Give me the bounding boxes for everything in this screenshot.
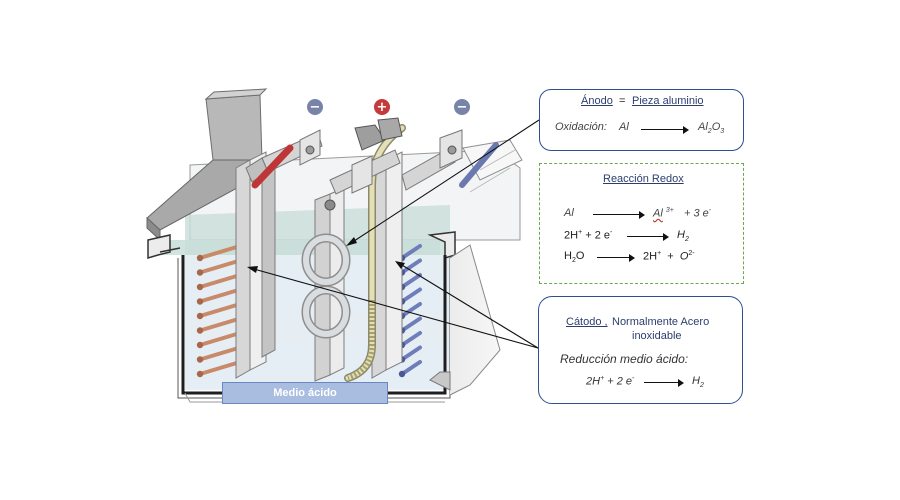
cathode-coil-right-tube (400, 244, 422, 260)
cathode-coil-left-tube (198, 316, 242, 333)
arrow-head-left-cathode (247, 266, 258, 273)
cathode-coil-left-tube-end (196, 327, 204, 334)
polarity-negative-left: − (307, 99, 323, 115)
tank-rim (147, 231, 456, 260)
cathode-coil-left-tube-end (196, 269, 204, 276)
aluminium-part (301, 233, 351, 339)
redox-r1-right: Al 3+ (653, 207, 674, 220)
svg-text:−: − (457, 100, 468, 115)
cathode-coil-right-tube (400, 360, 422, 376)
cathode-title: Cátodo , (566, 316, 608, 328)
polarity-positive-center: + (374, 99, 390, 115)
cathode-coil-left-tube (198, 345, 242, 362)
cathode-coil-left-tube (198, 258, 242, 275)
cathode-coil-left-tube-end (196, 312, 204, 320)
oxidation-product: Al2O3 (698, 121, 725, 136)
cathode-coil-left-tube (198, 331, 242, 347)
svg-text:−: − (310, 100, 321, 115)
redox-r3-left: H2O (564, 250, 585, 265)
redox-r1-left: Al (564, 207, 574, 219)
cathode-coil-right-tube (400, 273, 422, 289)
redox-r3-arrow (597, 253, 635, 262)
cathode-plate-right (371, 151, 403, 379)
anode-title: Ánodo (581, 95, 613, 107)
arrow-head-right-cathode (395, 261, 405, 269)
arrow-to-right-cathode (396, 261, 539, 349)
cathode-coil-left-tube-end (196, 356, 204, 363)
arrow-head-anode (346, 237, 357, 246)
reduction-label: Reducción medio ácido: (560, 352, 689, 366)
cathode-coil-left-tube (198, 273, 242, 289)
cathode-coil-left-tube (198, 302, 242, 318)
busbar-left (245, 129, 323, 189)
cathode-coil-left-tube (198, 360, 242, 376)
cathode-coil-left-tube-end (196, 298, 204, 305)
cathode-coil-right-tube (400, 331, 422, 347)
cathode-coil-right-tube (400, 316, 422, 333)
medium-label: Medio ácido (222, 382, 388, 404)
redox-r2-right: H2 (677, 229, 689, 244)
arrow-to-anode-part (347, 119, 540, 246)
redox-r1-arrow (593, 210, 645, 219)
cathode-coil-right-tube (400, 302, 422, 318)
oxidation-reactant: Al (619, 121, 629, 133)
svg-text:+: + (377, 100, 388, 115)
cathode-material-line2: inoxidable (632, 330, 682, 342)
reduction-right: H2 (692, 375, 704, 390)
cathode-coil-left-tube-end (196, 341, 204, 349)
busbar-right (401, 129, 499, 191)
cathode-coil-left-tube (198, 244, 242, 260)
agitation-tube (344, 124, 406, 382)
cathode-coil-right-tube-end (398, 370, 406, 378)
cathode-coil-left-tube-end (196, 370, 204, 378)
oxidation-label: Oxidación: (555, 121, 607, 133)
cathode-coil-right-tube (400, 258, 422, 275)
reduction-left: 2H+ + 2 e- (586, 375, 635, 388)
cathode-plate-left (235, 151, 276, 379)
anode-material: Pieza aluminio (632, 95, 704, 107)
cathode-coil-right-tube (400, 287, 422, 304)
redox-title: Reacción Redox (603, 173, 684, 185)
cathode-coil-left-tube (198, 287, 242, 304)
cathode-material: Normalmente Acero (612, 316, 710, 328)
cathode-coil-left-tube-end (196, 283, 204, 291)
redox-r2-left: 2H+ + 2 e- (564, 229, 613, 242)
redox-r3-right: 2H+ + O2- (643, 250, 695, 263)
busbar-center (324, 117, 403, 211)
cathode-coils-left (196, 244, 242, 378)
cathode-coil-left-tube-end (196, 254, 204, 262)
cathode-box: Cátodo , Normalmente Acero inoxidable Re… (538, 296, 743, 404)
reduction-arrow (644, 378, 684, 387)
arrow-to-left-cathode (249, 267, 539, 349)
polarity-negative-right: − (454, 99, 470, 115)
cathode-coils-right (398, 244, 422, 378)
anode-box: Ánodo = Pieza aluminio Oxidación: Al Al2… (539, 89, 744, 151)
redox-r2-arrow (627, 232, 669, 241)
pointer-arrows (247, 119, 540, 349)
redox-box: Reacción Redox Al Al 3+ + 3 e- 2H+ + 2 e… (539, 163, 744, 284)
oxidation-arrow (641, 125, 689, 134)
redox-r1-electrons: + 3 e- (684, 207, 712, 220)
anode-title-equals: = (619, 95, 626, 107)
cathode-coil-right-tube (400, 345, 422, 362)
